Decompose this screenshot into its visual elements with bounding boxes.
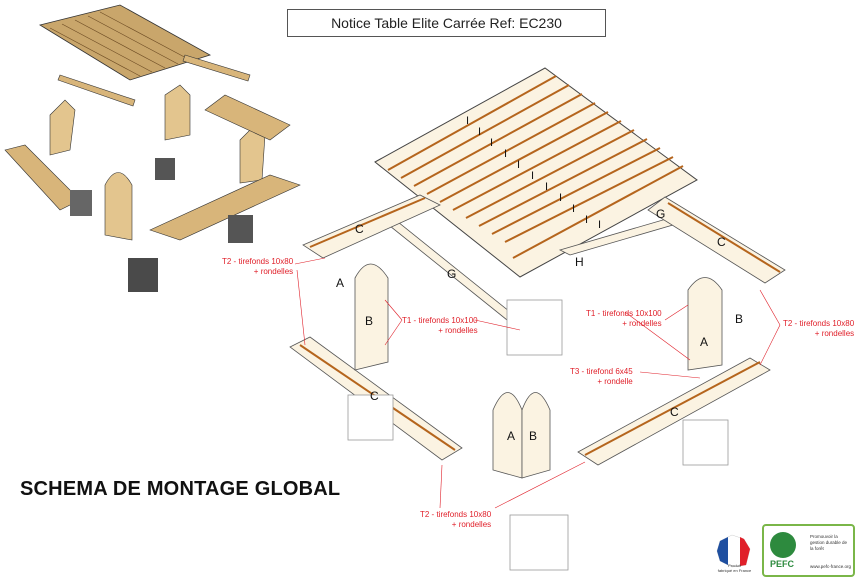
thumbnail-exploded-view [4,4,301,292]
part-label-c: C [670,405,679,419]
assembly-heading: SCHEMA DE MONTAGE GLOBAL [20,478,341,500]
part-label-i: I [559,192,562,204]
note-line: + rondelles [438,326,478,335]
part-label-i: I [598,219,601,231]
part-label-b: B [735,312,743,326]
part-label-c: C [355,222,364,236]
part-label-g: G [447,267,456,281]
pefc-name: PEFC [770,559,795,569]
note-line: T1 - tirefonds 10x100 [586,309,662,318]
note-line: + rondelle [597,377,633,386]
france-map-logo [716,534,751,568]
note-line: + rondelles [451,520,492,529]
feet-cubes [347,299,729,571]
note-t1-left: T1 - tirefonds 10x100 + rondelles [402,316,478,336]
part-label-h: H [575,255,584,269]
part-label-c: C [717,235,726,249]
part-label-a: A [700,335,708,349]
part-label-a: A [336,276,344,290]
leader-lines [294,257,781,509]
pefc-description: Promouvoir la gestion durable de la forê… [810,534,847,552]
note-line: + rondelles [622,319,662,328]
note-line: T2 - tirefonds 10x80 [783,319,855,328]
part-label-a: A [507,429,515,443]
note-line: T2 - tirefonds 10x80 [420,510,492,519]
part-label-i: I [545,181,548,193]
france-logo-line: Produit [728,563,741,568]
part-label-i: I [517,159,520,171]
part-label-i: I [490,137,493,149]
pefc-desc-line: Promouvoir la [810,534,838,539]
note-t1-right: T1 - tirefonds 10x100 + rondelles [586,309,662,329]
france-logo-text: Produit fabriqué en France [712,563,757,573]
note-t2-right: T2 - tirefonds 10x80 + rondelles [783,319,854,339]
note-t3-right: T3 - tirefond 6x45 + rondelle [570,367,633,387]
note-t2-bottom: T2 - tirefonds 10x80 + rondelles [420,510,491,530]
part-label-c: C [370,389,379,403]
table-top [374,67,698,278]
part-label-i: I [585,214,588,226]
part-label-g: G [656,207,665,221]
note-line: T3 - tirefond 6x45 [570,367,633,376]
france-logo-line: fabriqué en France [717,568,752,573]
note-line: T1 - tirefonds 10x100 [402,316,478,325]
part-label-i: I [504,148,507,160]
tree-icon [770,532,796,558]
pefc-desc-line: gestion durable de [810,540,848,545]
note-line: + rondelles [253,267,294,276]
part-label-b: B [365,314,373,328]
part-label-i: I [572,203,575,215]
note-t2-left: T2 - tirefonds 10x80 + rondelles [222,257,293,277]
note-line: + rondelles [814,329,855,338]
document-title: Notice Table Elite Carrée Ref: EC230 [287,9,606,37]
part-label-i: I [466,115,469,127]
pefc-url: www.pefc-france.org [810,564,852,569]
note-line: T2 - tirefonds 10x80 [222,257,294,266]
part-label-i: I [531,170,534,182]
part-label-i: I [478,126,481,138]
pefc-logo: PEFC Promouvoir la gestion durable de la… [762,524,855,577]
legs [354,263,723,479]
pefc-desc-line: la forêt [810,546,824,551]
part-label-b: B [529,429,537,443]
